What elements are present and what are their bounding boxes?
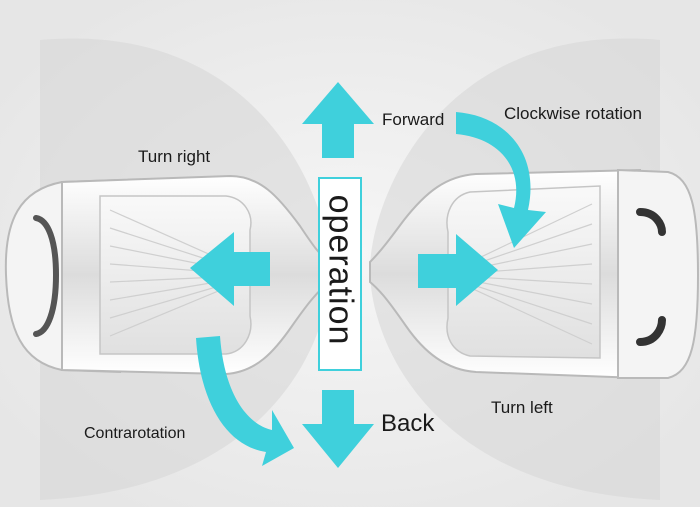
arrow-right-icon [418,234,498,306]
hoverboard [4,168,700,380]
clockwise-rotation-label: Clockwise rotation [504,104,642,123]
contrarotation-label: Contrarotation [84,425,186,442]
arrows [190,82,546,468]
arrow-up-icon [302,82,374,158]
right-wheel-slot-top [636,208,666,236]
right-wheel-cover [617,168,700,379]
forward-label: Forward [382,110,445,129]
arrow-down-icon [302,390,374,468]
right-wheel-slot-bottom [636,316,666,346]
turn-right-label: Turn right [138,147,211,166]
arrow-left-icon [190,232,270,306]
curved-arrow-icon [456,112,546,248]
left-wheel-slot [33,215,60,337]
curved-arrow-icon [196,336,294,466]
right-footpad [446,185,601,359]
operation-label: operation [321,194,360,346]
turn-left-label: Turn left [491,398,553,417]
left-footpad [99,195,252,355]
operation-box [318,177,362,371]
back-label: Back [381,410,435,437]
